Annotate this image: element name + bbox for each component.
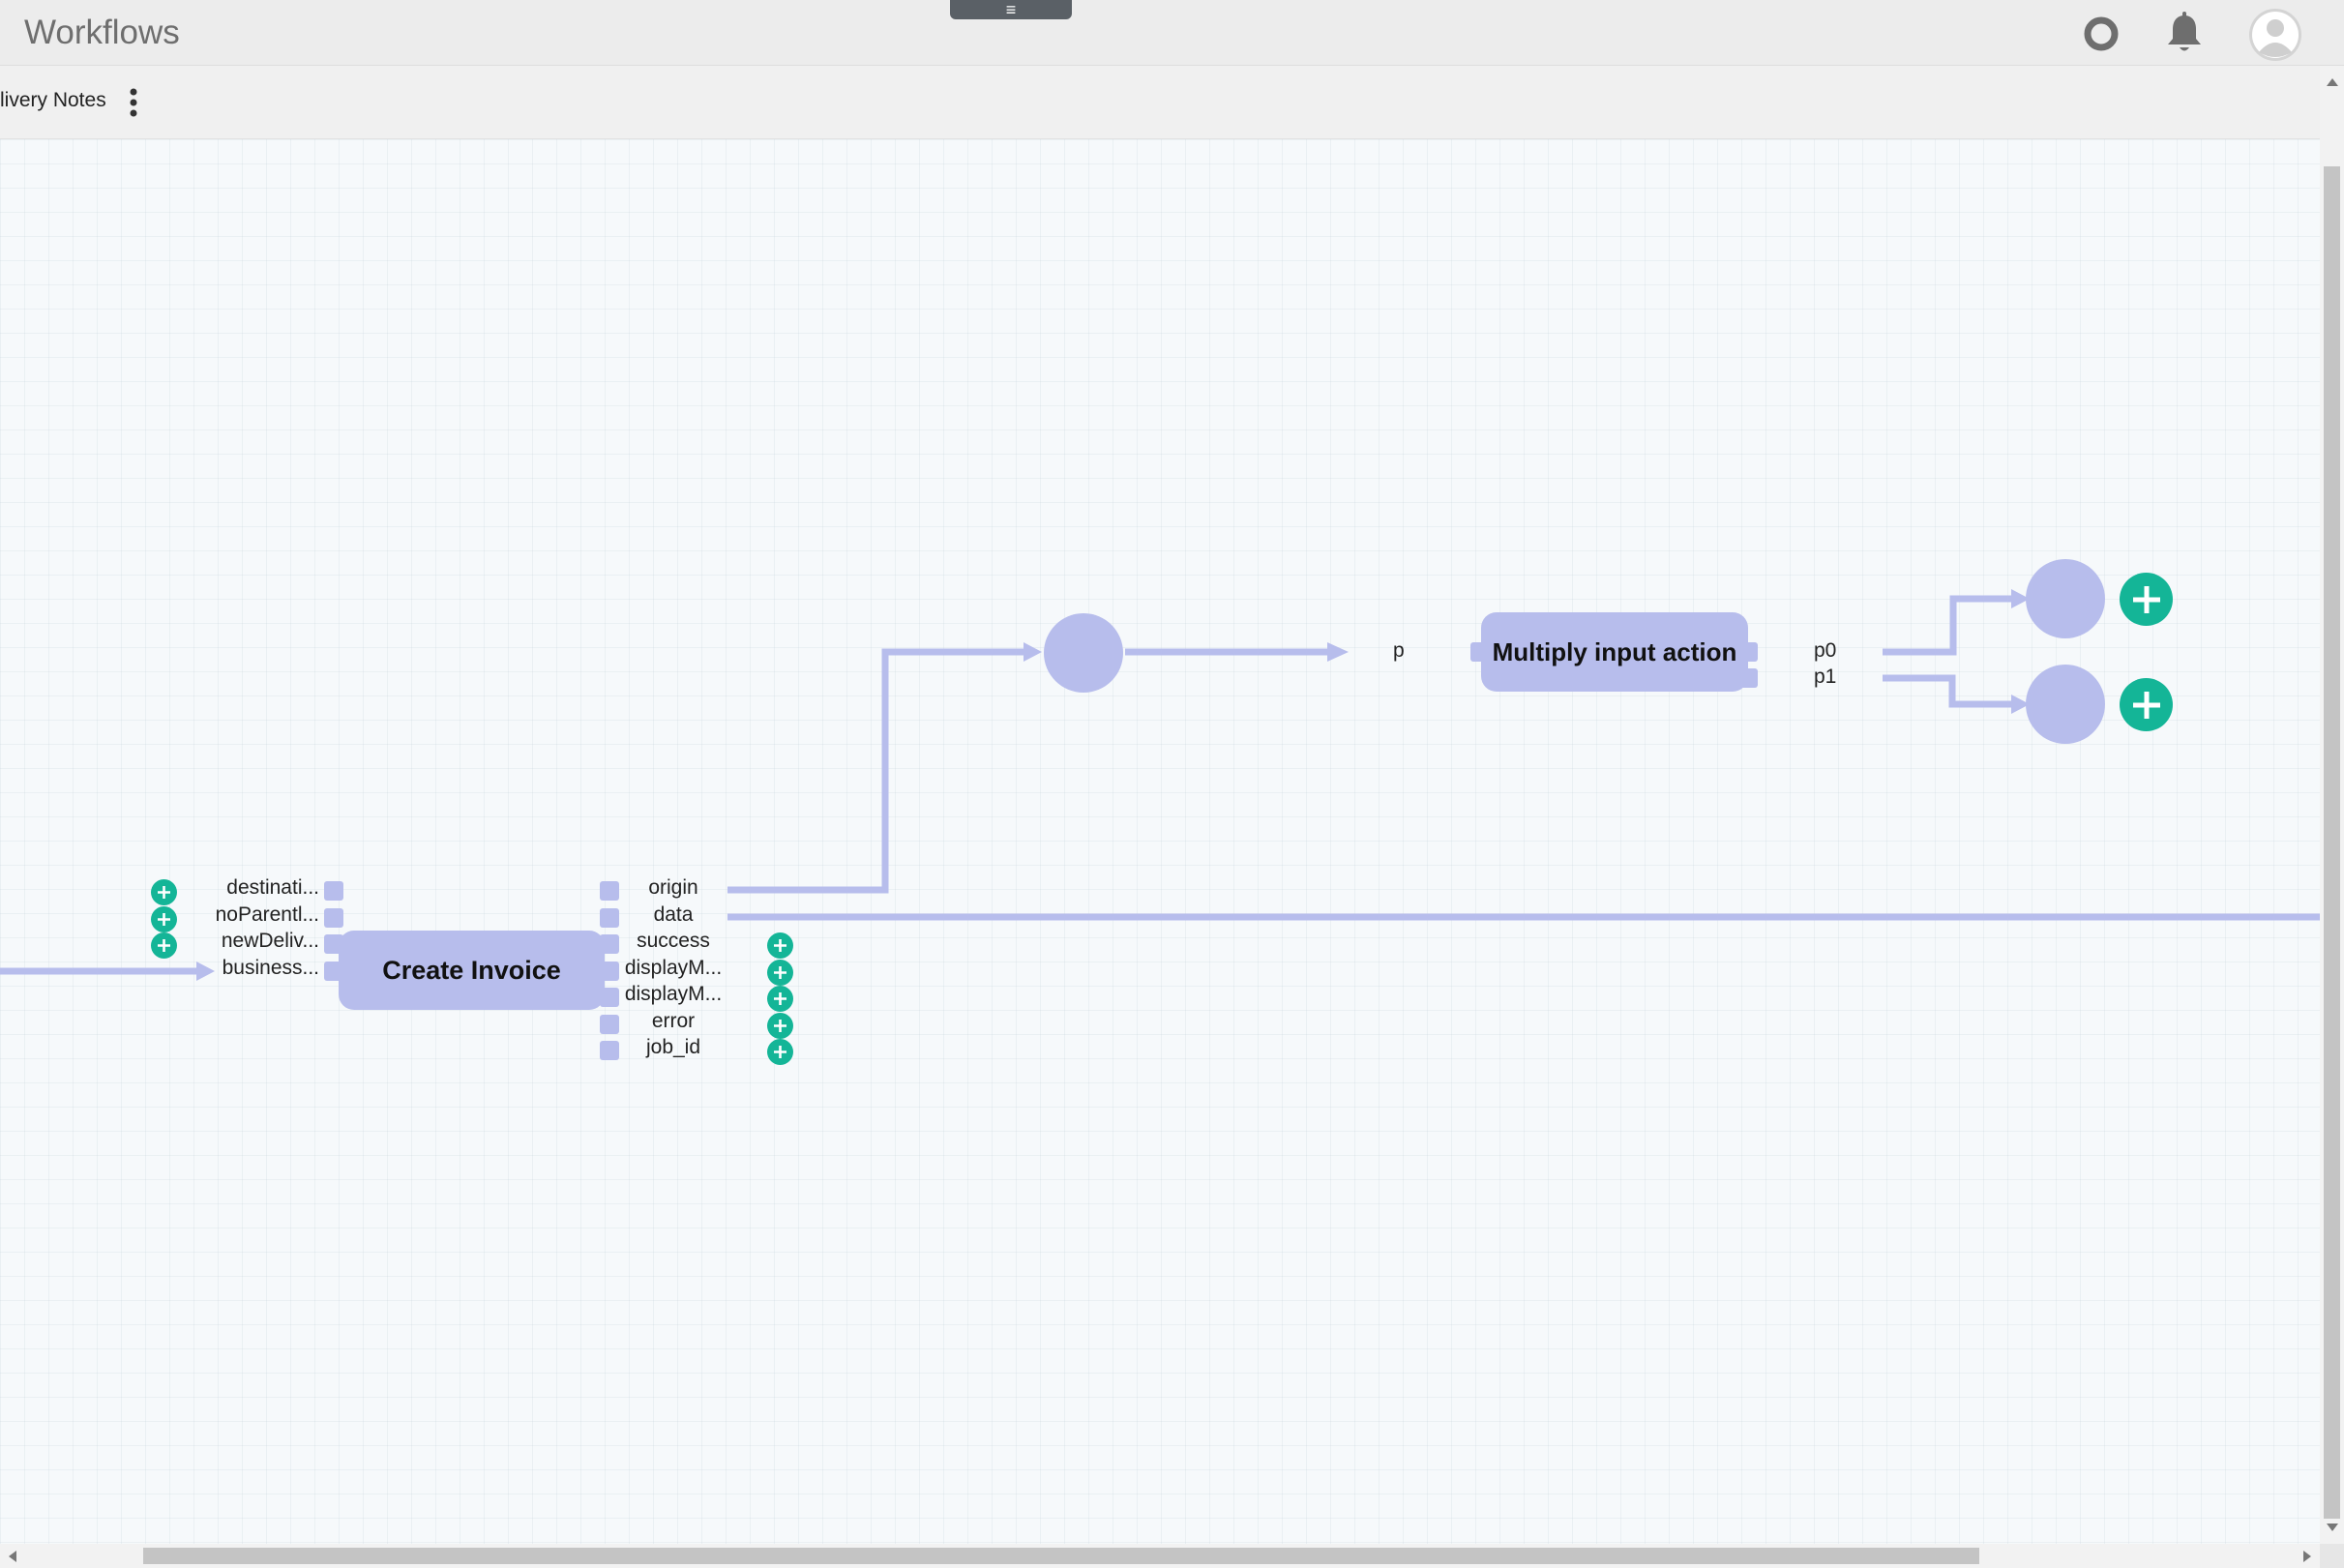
output-port-label: p1 — [1814, 666, 1837, 688]
add-input-button[interactable] — [151, 879, 177, 905]
output-port[interactable] — [600, 881, 619, 901]
top-bar: Workflows ≡ — [0, 0, 2344, 66]
create-invoice-node[interactable]: Create Invoice — [339, 931, 605, 1010]
output-port-label: success — [637, 930, 710, 952]
input-port-label: noParentl... — [215, 903, 319, 926]
input-port[interactable] — [324, 881, 343, 901]
output-port[interactable] — [600, 934, 619, 954]
input-port-label: p — [1393, 639, 1405, 662]
output-port-label: displayM... — [624, 983, 723, 1005]
add-output-button[interactable] — [767, 1039, 793, 1065]
add-step-button[interactable] — [2120, 678, 2173, 731]
more-options-icon[interactable] — [124, 85, 143, 120]
input-port-label: destinati... — [226, 876, 319, 899]
output-port-label: job_id — [645, 1036, 701, 1058]
scroll-up-icon[interactable] — [2326, 77, 2339, 87]
scroll-left-icon[interactable] — [8, 1550, 17, 1563]
connection-wires — [0, 589, 2320, 981]
multiply-input-action-node[interactable]: Multiply input action — [1481, 612, 1748, 692]
record-icon[interactable] — [2080, 8, 2122, 63]
menu-toggle-handle[interactable]: ≡ — [950, 0, 1072, 19]
scrollbar-corner — [2320, 1544, 2344, 1568]
scroll-right-icon[interactable] — [2302, 1550, 2312, 1563]
scroll-down-icon[interactable] — [2326, 1523, 2339, 1532]
user-avatar-icon[interactable] — [2248, 8, 2302, 67]
add-output-button[interactable] — [767, 986, 793, 1012]
add-output-button[interactable] — [767, 932, 793, 959]
page-title: Workflows — [24, 14, 180, 51]
vertical-scrollbar[interactable] — [2320, 66, 2344, 1544]
output-port[interactable] — [600, 962, 619, 981]
add-input-button[interactable] — [151, 906, 177, 932]
bell-icon[interactable] — [2163, 8, 2206, 63]
horizontal-scroll-thumb[interactable] — [143, 1548, 1979, 1564]
input-port[interactable] — [324, 908, 343, 928]
output-port[interactable] — [600, 1015, 619, 1034]
output-port[interactable] — [600, 988, 619, 1007]
output-port-label: origin — [648, 876, 698, 899]
add-output-button[interactable] — [767, 960, 793, 986]
vertical-scroll-thumb[interactable] — [2324, 166, 2340, 1519]
workflow-name-tab[interactable]: livery Notes — [0, 89, 106, 111]
add-step-button[interactable] — [2120, 573, 2173, 626]
output-port[interactable] — [600, 1041, 619, 1060]
input-port-label: newDeliv... — [221, 930, 319, 952]
add-output-button[interactable] — [767, 1013, 793, 1039]
output-connector-node[interactable] — [2026, 665, 2105, 744]
output-port-label: error — [651, 1010, 696, 1032]
workflow-toolbar: livery Notes — [0, 66, 2320, 139]
output-port[interactable] — [1738, 642, 1758, 662]
output-port[interactable] — [1738, 668, 1758, 688]
add-input-button[interactable] — [151, 932, 177, 959]
node-title: Create Invoice — [382, 955, 561, 985]
output-port-label: data — [653, 903, 694, 926]
horizontal-scrollbar[interactable] — [0, 1544, 2320, 1568]
connector-node[interactable] — [1044, 613, 1123, 693]
node-title: Multiply input action — [1492, 636, 1737, 666]
output-port-label: displayM... — [624, 957, 723, 979]
output-connector-node[interactable] — [2026, 559, 2105, 638]
workflow-canvas[interactable]: destinati... noParentl... newDeliv... bu… — [0, 139, 2320, 1544]
output-port-label: p0 — [1814, 639, 1837, 662]
input-port-label: business... — [222, 957, 319, 979]
output-port[interactable] — [600, 908, 619, 928]
